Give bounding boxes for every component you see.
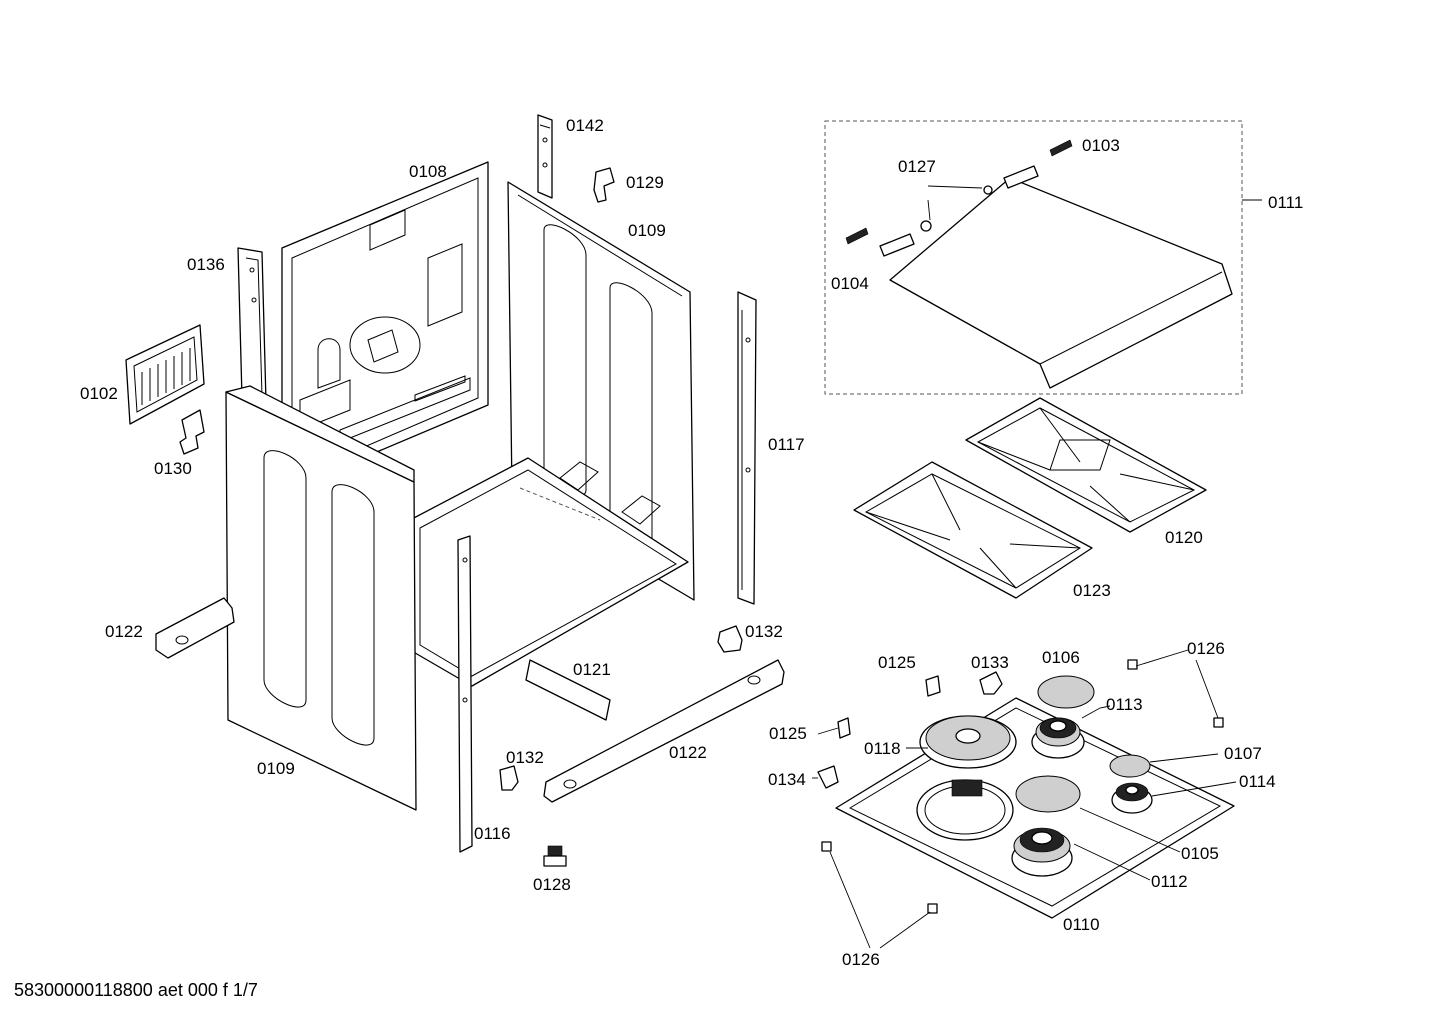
- part-0112-burner-large: [1011, 827, 1073, 877]
- part-0142-support-bracket: [537, 114, 553, 199]
- part-0134-clip: [817, 765, 839, 789]
- label-0125: 0125: [878, 653, 916, 672]
- label-0142: 0142: [566, 116, 604, 135]
- label-0128: 0128: [533, 875, 571, 894]
- document-code: 58300000118800 aet 000 f 1/7: [14, 980, 258, 1000]
- label-0129: 0129: [626, 173, 664, 192]
- part-0114-burner-small: [1111, 782, 1153, 814]
- label-0103: 0103: [1082, 136, 1120, 155]
- part-0136-support-bracket: [237, 247, 267, 403]
- label-0136: 0136: [187, 255, 225, 274]
- label-0123: 0123: [1073, 581, 1111, 600]
- part-0129-clip: [593, 167, 615, 203]
- label-0134: 0134: [768, 770, 806, 789]
- label-0114: 0114: [1239, 772, 1276, 791]
- part-0126-fastener-a: [1127, 659, 1138, 670]
- part-0118-hotplate: [916, 715, 1017, 841]
- label-0109: 0109: [257, 759, 295, 778]
- part-0133-clip: [979, 671, 1003, 695]
- label-0133: 0133: [971, 653, 1009, 672]
- label-0113: 0113: [1106, 695, 1143, 714]
- part-0117-side-strip: [737, 291, 757, 605]
- part-0107-burner-cap-small: [1109, 754, 1151, 778]
- label-0102: 0102: [80, 384, 118, 403]
- leader-lines: [812, 649, 1237, 949]
- label-0107: 0107: [1224, 744, 1262, 763]
- part-0126-fastener-b: [1213, 717, 1224, 728]
- part-0106-burner-cap-medium: [1037, 675, 1095, 709]
- label-0108: 0108: [409, 162, 447, 181]
- label-0110: 0110: [1063, 915, 1100, 934]
- label-0109: 0109: [628, 221, 666, 240]
- part-0126-fastener-d: [927, 903, 938, 914]
- part-0122-rail-right: [543, 659, 785, 803]
- part-0116-front-strip: [457, 535, 473, 853]
- label-0117: 0117: [768, 435, 805, 454]
- label-0126: 0126: [842, 950, 880, 969]
- part-0111-lid-assembly: [824, 120, 1262, 395]
- label-0122: 0122: [105, 622, 143, 641]
- part-0128-foot-screw: [543, 845, 567, 867]
- part-0108-rear-panel: [281, 161, 489, 493]
- part-0132-clip-upper: [717, 625, 743, 653]
- part-0125-clip-lower: [837, 717, 851, 739]
- label-0118: 0118: [864, 739, 901, 758]
- label-0126: 0126: [1187, 639, 1225, 658]
- part-0102-vent-grille: [125, 324, 205, 425]
- label-0132: 0132: [506, 748, 544, 767]
- label-0116: 0116: [474, 824, 511, 843]
- part-number-labels: 0142 0129 0108 0109 0136 0102 0130 0117 …: [80, 116, 1303, 969]
- part-0105-burner-cap-large: [1015, 775, 1081, 813]
- part-0123-pan-support-left: [853, 461, 1093, 599]
- label-0132: 0132: [745, 622, 783, 641]
- part-0132-clip-lower: [499, 765, 519, 791]
- label-0112: 0112: [1151, 872, 1188, 891]
- label-0106: 0106: [1042, 648, 1080, 667]
- part-0109-side-panel-left: [225, 385, 417, 811]
- label-0105: 0105: [1181, 844, 1219, 863]
- part-0120-pan-support-right: [965, 397, 1207, 533]
- label-0111: 0111: [1268, 193, 1303, 212]
- label-0120: 0120: [1165, 528, 1203, 547]
- label-0130: 0130: [154, 459, 192, 478]
- part-0125-clip-upper: [925, 675, 941, 697]
- label-0125: 0125: [769, 724, 807, 743]
- part-0113-burner-medium: [1031, 717, 1085, 759]
- part-0122-rail-left: [155, 597, 235, 659]
- part-0126-fastener-c: [821, 841, 832, 852]
- label-0104: 0104: [831, 274, 869, 293]
- part-0130-plate: [179, 409, 205, 455]
- label-0122: 0122: [669, 743, 707, 762]
- label-0127: 0127: [898, 157, 936, 176]
- label-0121: 0121: [573, 660, 611, 679]
